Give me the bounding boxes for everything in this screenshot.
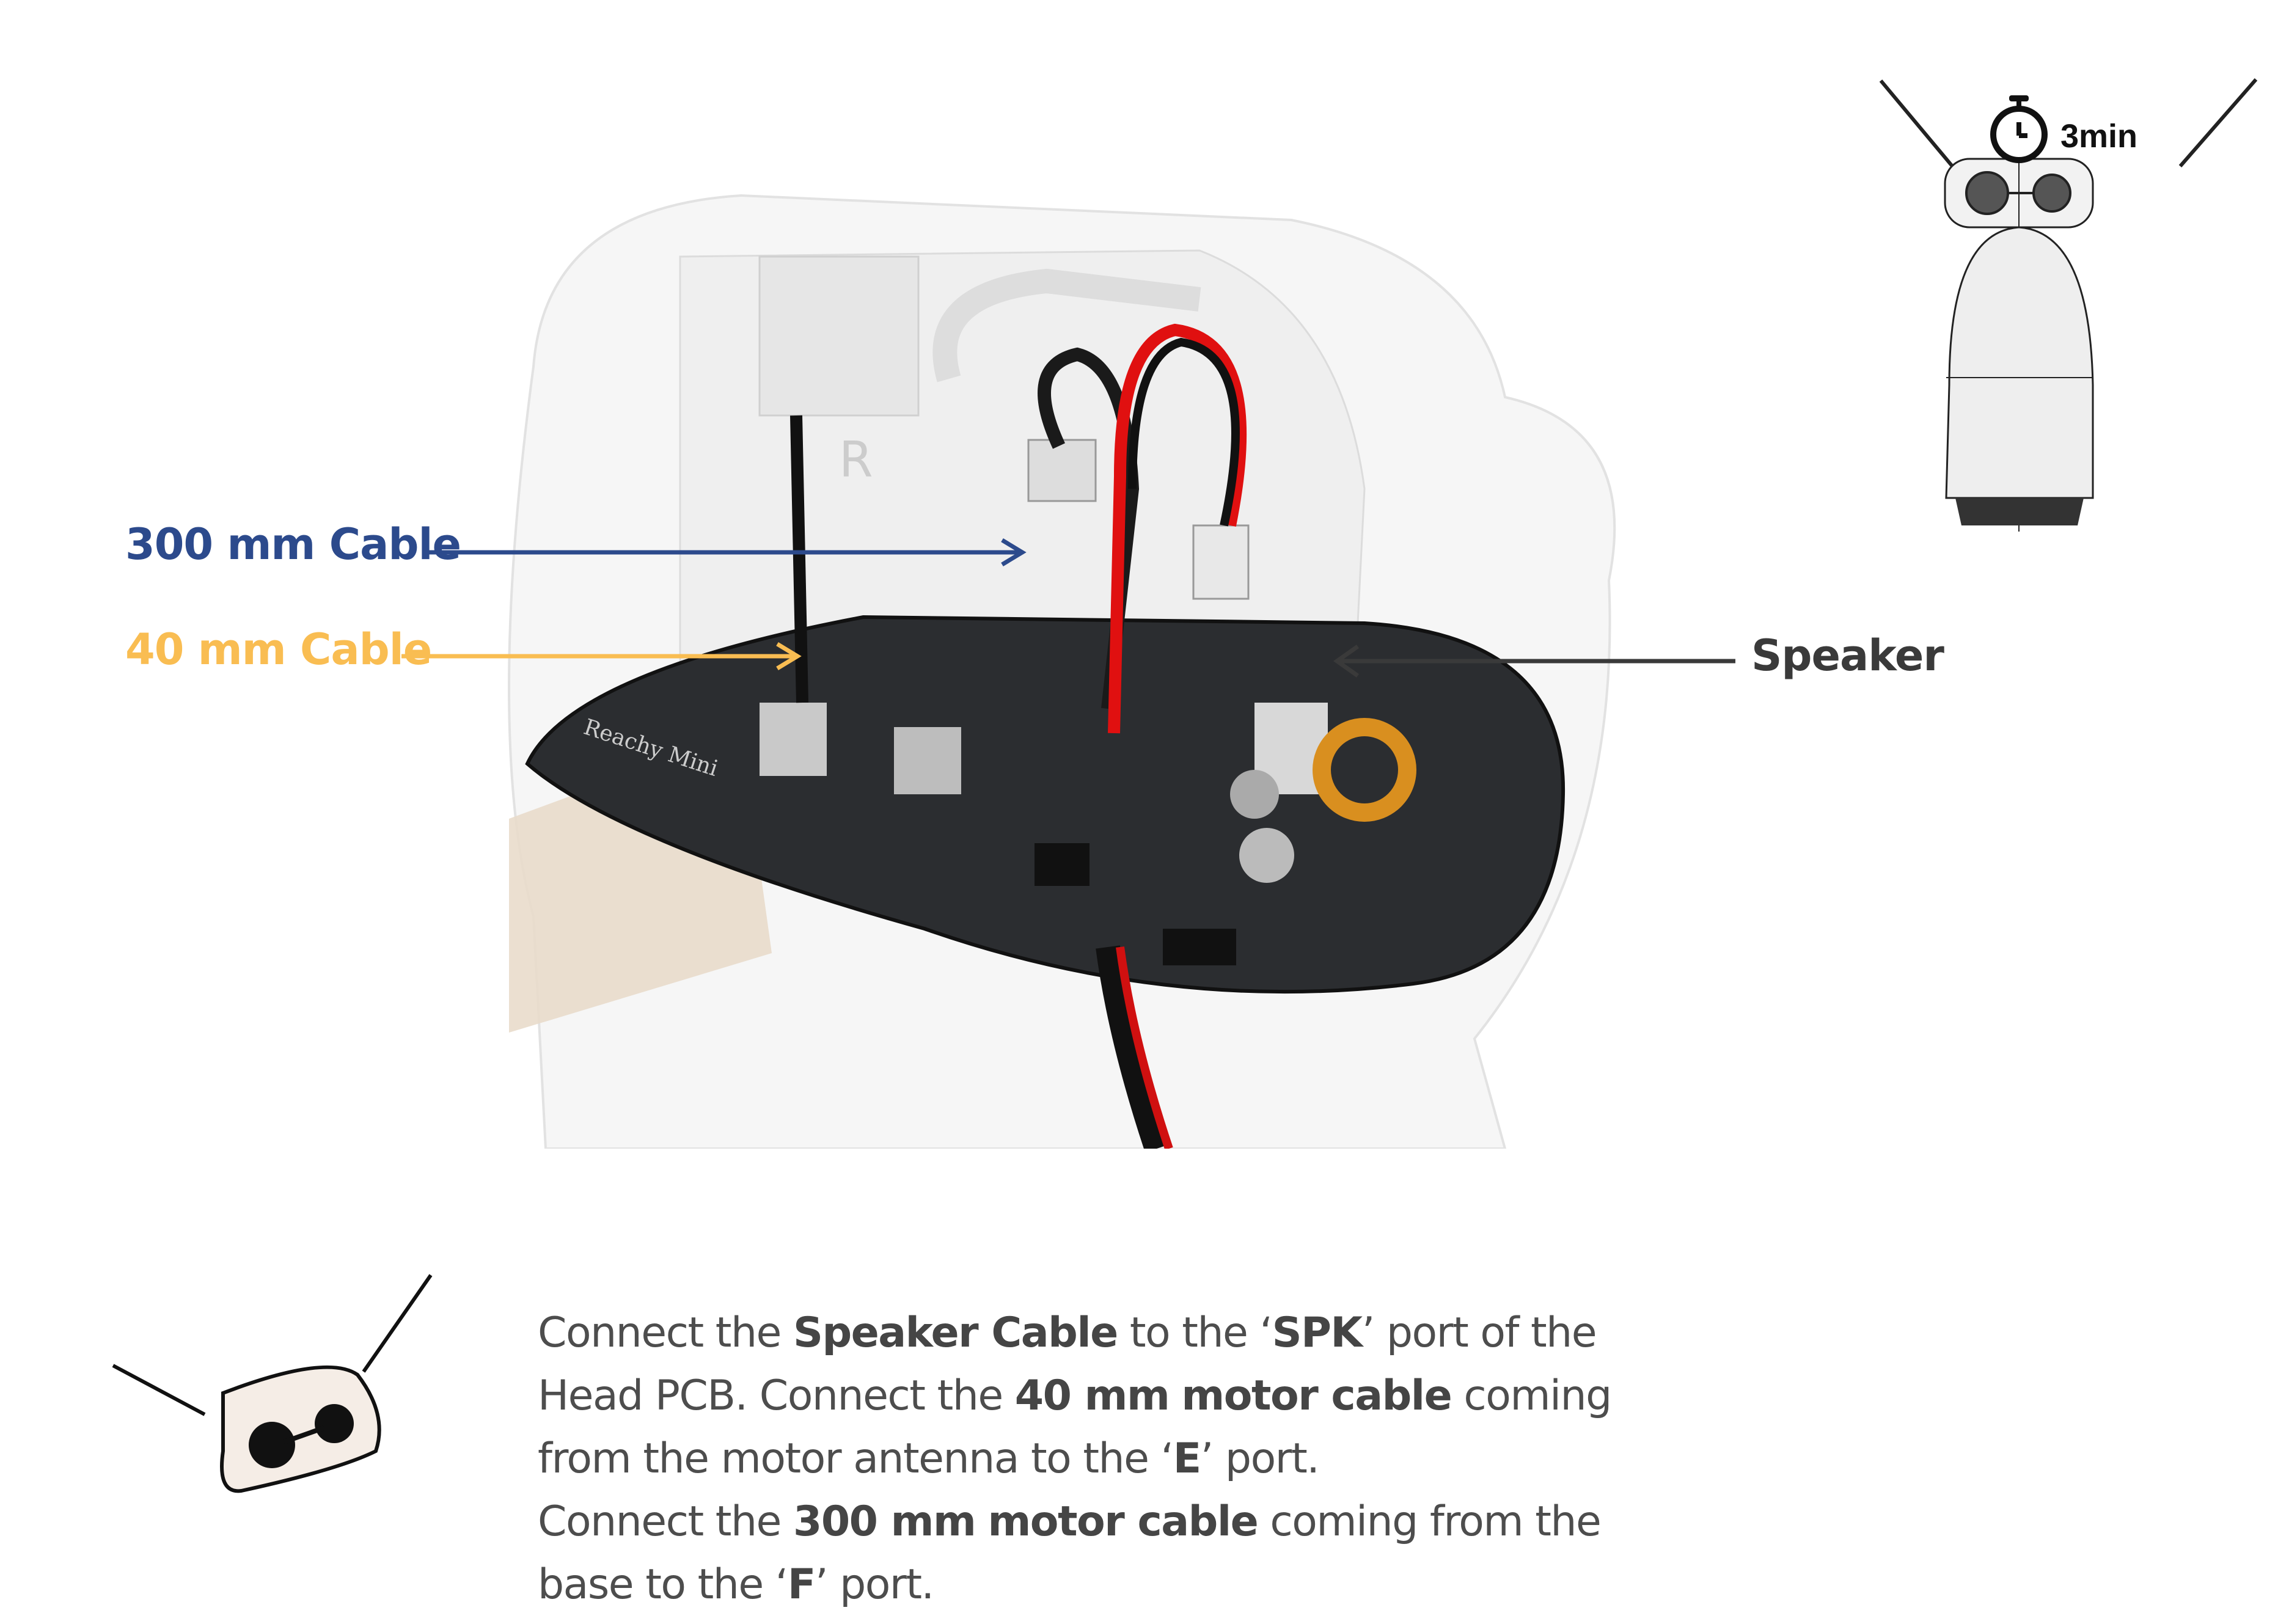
e-port-term: E xyxy=(1173,1435,1201,1483)
motor-cable-term: motor cable xyxy=(987,1498,1258,1546)
text: ’ port. xyxy=(815,1560,934,1609)
text xyxy=(1169,1372,1181,1420)
cable-40mm-arrow xyxy=(401,642,802,670)
cable-300mm-label: 300 mm Cable xyxy=(125,519,461,569)
f-port-term: F xyxy=(787,1560,816,1609)
reachy-mascot-icon xyxy=(112,1274,433,1493)
text: Connect the xyxy=(538,1309,793,1357)
text: to the ‘ xyxy=(1117,1309,1273,1357)
text: ’ port of the Head PCB. Connect the xyxy=(538,1309,1597,1420)
text: Connect the xyxy=(538,1498,793,1546)
text xyxy=(975,1498,987,1546)
reachy-mini-robot-image xyxy=(1879,78,2258,532)
text: ’ port. xyxy=(1200,1435,1320,1483)
speaker-cable-term: Speaker Cable xyxy=(793,1309,1118,1357)
speaker-arrow xyxy=(1333,645,1735,678)
cable-300mm-arrow xyxy=(428,538,1027,566)
cable-40mm-label: 40 mm Cable xyxy=(125,624,432,675)
text: coming from the motor antenna to the ‘ xyxy=(538,1372,1612,1483)
head-pcb-illustration: R Reachy Mini xyxy=(508,194,1616,1149)
duration-label: 3min xyxy=(2060,118,2138,155)
svg-text:R: R xyxy=(839,431,873,488)
spk-port-term: SPK xyxy=(1272,1309,1363,1357)
motor-cable-term: motor cable xyxy=(1181,1372,1452,1420)
text: coming from the base to the ‘ xyxy=(538,1498,1602,1609)
stopwatch-icon xyxy=(1990,95,2048,163)
speaker-label: Speaker xyxy=(1751,631,1944,681)
instruction-text: Connect the Speaker Cable to the ‘SPK’ p… xyxy=(538,1301,1699,1616)
40mm-term: 40 mm xyxy=(1014,1372,1170,1420)
300mm-term: 300 mm xyxy=(793,1498,976,1546)
